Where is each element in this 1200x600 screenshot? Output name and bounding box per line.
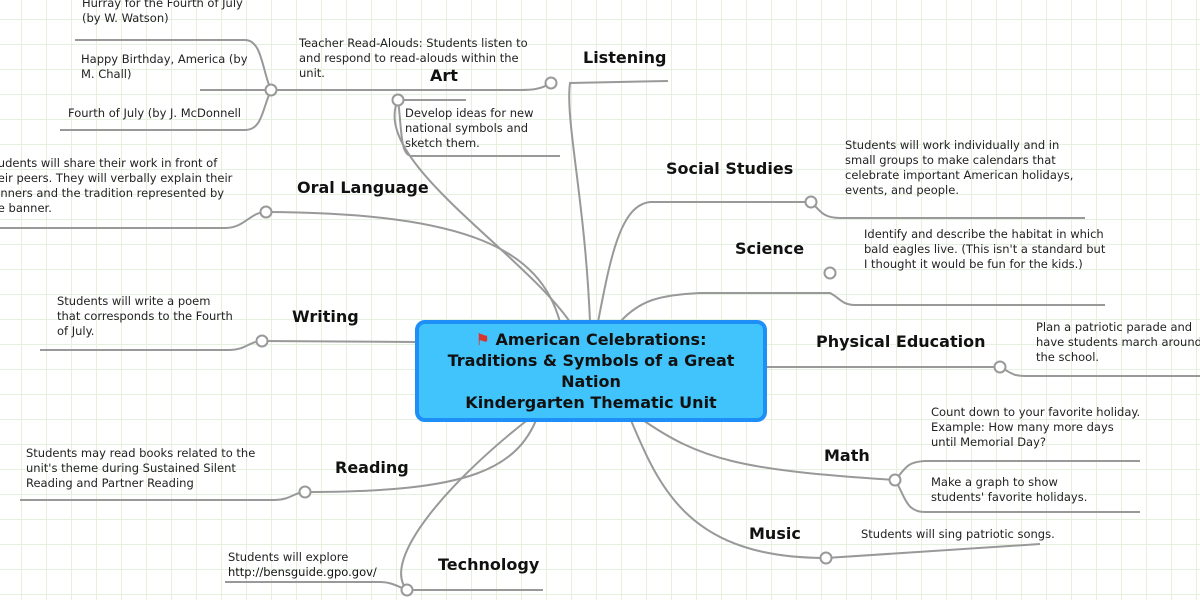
pe-detail[interactable]: Plan a patriotic parade and have student… bbox=[1036, 320, 1200, 364]
listening-detail[interactable]: Teacher Read-Alouds: Students listen to … bbox=[299, 36, 528, 80]
node-read-alouds[interactable] bbox=[264, 83, 278, 97]
node-listening[interactable] bbox=[544, 76, 558, 90]
book-item[interactable]: Happy Birthday, America (by M. Chall) bbox=[81, 52, 248, 81]
art-detail[interactable]: Develop ideas for new national symbols a… bbox=[405, 106, 534, 150]
center-title-line: American Celebrations: bbox=[495, 330, 707, 349]
branch-reading[interactable]: Reading bbox=[335, 458, 409, 477]
node-science[interactable] bbox=[823, 266, 837, 280]
bensguide-link[interactable]: http://bensguide.gpo.gov/ bbox=[228, 565, 377, 579]
central-topic[interactable]: ⚑ American Celebrations: Traditions & Sy… bbox=[415, 320, 767, 422]
node-art[interactable] bbox=[391, 93, 405, 107]
branch-social-studies[interactable]: Social Studies bbox=[666, 159, 794, 178]
node-math[interactable] bbox=[888, 473, 902, 487]
center-title-line: Traditions & Symbols of a Great Nation bbox=[447, 351, 735, 391]
branch-technology[interactable]: Technology bbox=[438, 555, 540, 574]
branch-listening[interactable]: Listening bbox=[583, 48, 667, 67]
book-item[interactable]: Fourth of July (by J. McDonnell bbox=[68, 106, 241, 120]
red-flag-icon: ⚑ bbox=[475, 330, 490, 349]
science-detail[interactable]: Identify and describe the habitat in whi… bbox=[864, 227, 1106, 271]
node-reading[interactable] bbox=[298, 485, 312, 499]
book-item[interactable]: Hurray for the Fourth of July (by W. Wat… bbox=[82, 0, 243, 25]
technology-detail[interactable]: Students will explore http://bensguide.g… bbox=[228, 550, 398, 580]
branch-music[interactable]: Music bbox=[749, 524, 801, 543]
branch-science[interactable]: Science bbox=[735, 239, 805, 258]
technology-text: Students will explore bbox=[228, 550, 349, 564]
oral-detail[interactable]: Students will share their work in front … bbox=[0, 156, 233, 215]
node-writing[interactable] bbox=[255, 334, 269, 348]
writing-detail[interactable]: Students will write a poem that correspo… bbox=[57, 294, 233, 338]
math-detail[interactable]: Count down to your favorite holiday. Exa… bbox=[931, 405, 1141, 449]
center-title-line: Kindergarten Thematic Unit bbox=[465, 393, 717, 412]
node-technology[interactable] bbox=[400, 583, 414, 597]
branch-oral-language[interactable]: Oral Language bbox=[297, 178, 429, 197]
branch-physical-education[interactable]: Physical Education bbox=[816, 332, 986, 351]
math-detail[interactable]: Make a graph to show students' favorite … bbox=[931, 475, 1088, 504]
branch-writing[interactable]: Writing bbox=[292, 307, 359, 326]
branch-math[interactable]: Math bbox=[824, 446, 870, 465]
reading-detail[interactable]: Students may read books related to the u… bbox=[26, 446, 256, 490]
branch-art[interactable]: Art bbox=[430, 66, 458, 85]
node-oral[interactable] bbox=[259, 205, 273, 219]
node-pe[interactable] bbox=[993, 360, 1007, 374]
social-detail[interactable]: Students will work individually and in s… bbox=[845, 138, 1074, 197]
node-social[interactable] bbox=[804, 195, 818, 209]
music-detail[interactable]: Students will sing patriotic songs. bbox=[861, 527, 1055, 541]
node-music[interactable] bbox=[819, 551, 833, 565]
